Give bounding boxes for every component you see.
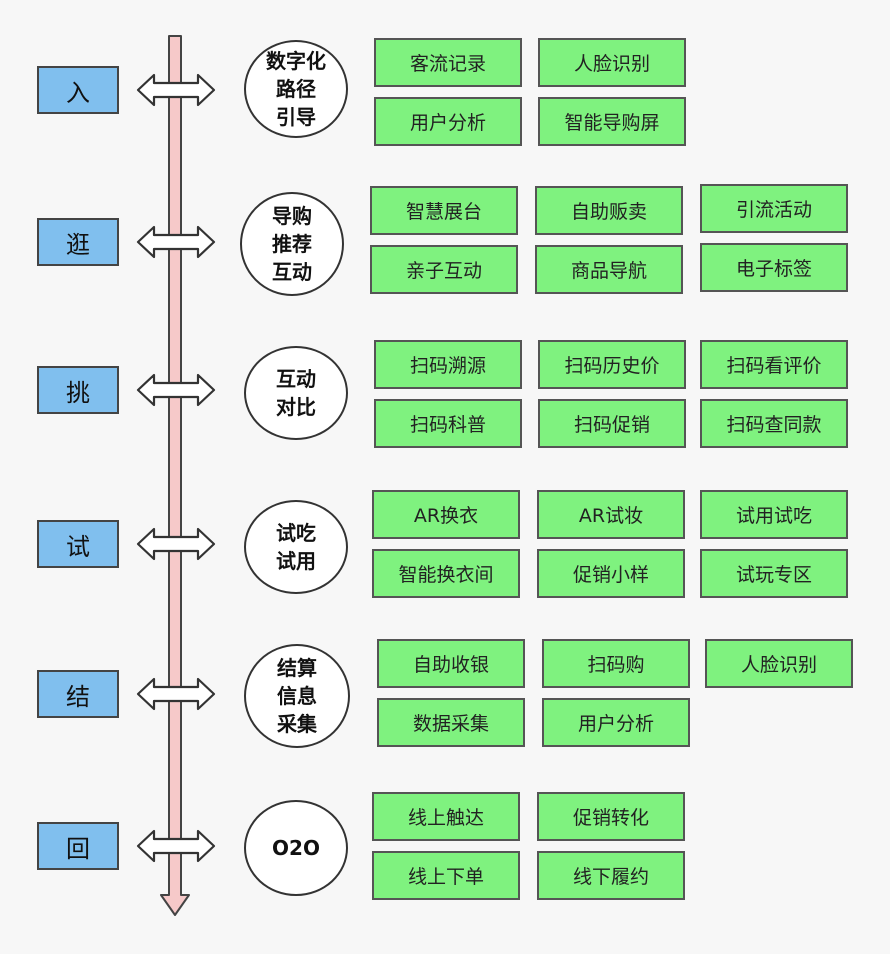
category-label: 导购 推荐 互动 bbox=[272, 204, 312, 284]
feature-box: 引流活动 bbox=[700, 184, 848, 233]
feature-box: 线上触达 bbox=[372, 792, 520, 841]
feature-box: 亲子互动 bbox=[370, 245, 518, 294]
category-circle: 互动 对比 bbox=[244, 346, 348, 440]
category-circle: 数字化 路径 引导 bbox=[244, 40, 348, 138]
feature-box: 扫码促销 bbox=[538, 399, 686, 448]
feature-box: 人脸识别 bbox=[705, 639, 853, 688]
stage-box: 挑 bbox=[37, 366, 119, 414]
category-label: 结算 信息 采集 bbox=[277, 656, 317, 736]
feature-box: 用户分析 bbox=[374, 97, 522, 146]
feature-box: 扫码查同款 bbox=[700, 399, 848, 448]
feature-box: 试玩专区 bbox=[700, 549, 848, 598]
category-label: 互动 对比 bbox=[276, 367, 316, 419]
stage-box: 试 bbox=[37, 520, 119, 568]
feature-box: 智能换衣间 bbox=[372, 549, 520, 598]
feature-box: 扫码购 bbox=[542, 639, 690, 688]
feature-box: 智能导购屏 bbox=[538, 97, 686, 146]
feature-box: 电子标签 bbox=[700, 243, 848, 292]
feature-box: 扫码溯源 bbox=[374, 340, 522, 389]
feature-box: 自助收银 bbox=[377, 639, 525, 688]
feature-box: 扫码科普 bbox=[374, 399, 522, 448]
category-circle: 导购 推荐 互动 bbox=[240, 192, 344, 296]
category-circle: 结算 信息 采集 bbox=[244, 644, 350, 748]
feature-box: 线下履约 bbox=[537, 851, 685, 900]
feature-box: 促销小样 bbox=[537, 549, 685, 598]
stage-box: 逛 bbox=[37, 218, 119, 266]
feature-box: 试用试吃 bbox=[700, 490, 848, 539]
double-arrow-icon bbox=[136, 827, 216, 865]
category-circle: O2O bbox=[244, 800, 348, 896]
double-arrow-icon bbox=[136, 71, 216, 109]
feature-box: 用户分析 bbox=[542, 698, 690, 747]
feature-box: 自助贩卖 bbox=[535, 186, 683, 235]
feature-box: 智慧展台 bbox=[370, 186, 518, 235]
stage-box: 回 bbox=[37, 822, 119, 870]
feature-box: AR试妆 bbox=[537, 490, 685, 539]
stage-box: 结 bbox=[37, 670, 119, 718]
double-arrow-icon bbox=[136, 223, 216, 261]
timeline-arrow bbox=[160, 35, 190, 916]
double-arrow-icon bbox=[136, 371, 216, 409]
double-arrow-icon bbox=[136, 675, 216, 713]
feature-box: 扫码历史价 bbox=[538, 340, 686, 389]
feature-box: 扫码看评价 bbox=[700, 340, 848, 389]
category-label: 试吃 试用 bbox=[276, 521, 316, 573]
feature-box: 数据采集 bbox=[377, 698, 525, 747]
category-label: O2O bbox=[272, 836, 320, 860]
feature-box: 人脸识别 bbox=[538, 38, 686, 87]
double-arrow-icon bbox=[136, 525, 216, 563]
feature-box: 商品导航 bbox=[535, 245, 683, 294]
category-circle: 试吃 试用 bbox=[244, 500, 348, 594]
stage-box: 入 bbox=[37, 66, 119, 114]
feature-box: AR换衣 bbox=[372, 490, 520, 539]
feature-box: 促销转化 bbox=[537, 792, 685, 841]
category-label: 数字化 路径 引导 bbox=[266, 49, 326, 129]
feature-box: 客流记录 bbox=[374, 38, 522, 87]
feature-box: 线上下单 bbox=[372, 851, 520, 900]
